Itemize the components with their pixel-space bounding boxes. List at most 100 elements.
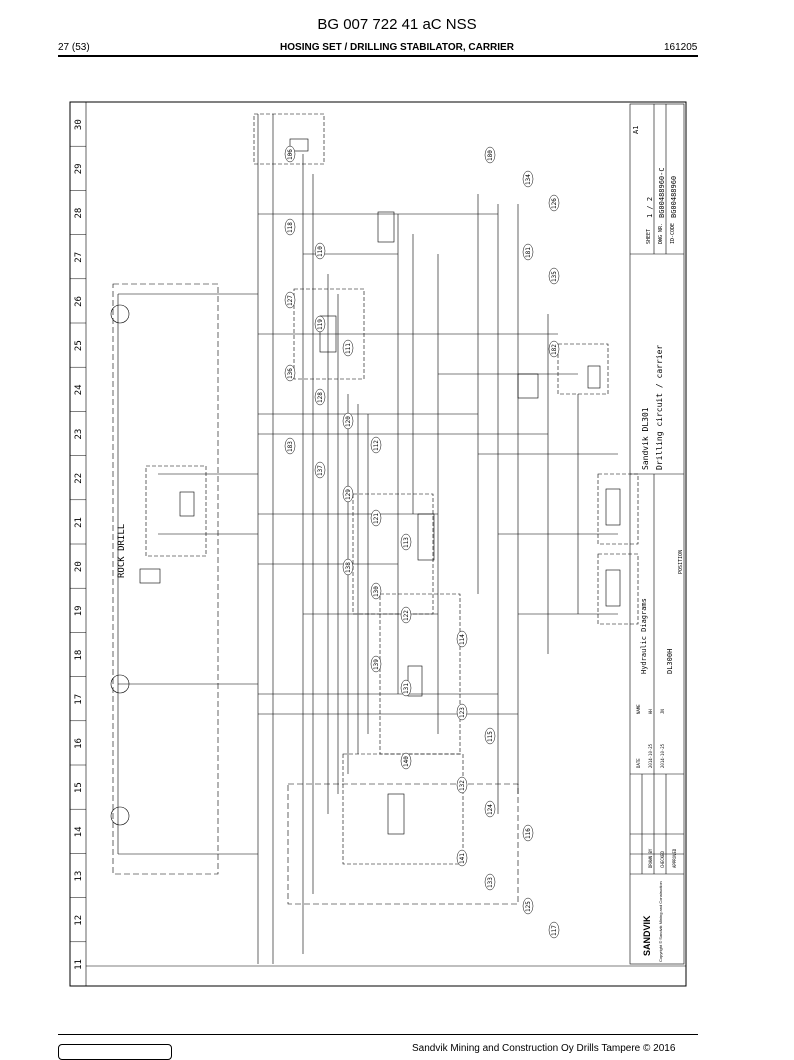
frame-number: 16 <box>74 738 84 749</box>
callout-number: 181 <box>525 247 532 258</box>
callout-number: 118 <box>287 222 294 233</box>
callout-bubble: 121 <box>370 509 382 527</box>
footer-text: Sandvik Mining and Construction Oy Drill… <box>412 1043 676 1054</box>
callout-number: 136 <box>287 368 294 379</box>
frame-number: 20 <box>74 561 84 572</box>
callout-number: 121 <box>373 513 380 524</box>
callout-number: 114 <box>459 634 466 645</box>
callout-number: 183 <box>287 441 294 452</box>
callout-bubble: 115 <box>484 727 496 745</box>
callout-bubble: 111 <box>342 339 354 357</box>
callout-bubble: 118 <box>284 218 296 236</box>
callout-bubble: 114 <box>456 630 468 648</box>
callout-number: 132 <box>459 780 466 791</box>
callout-number: 106 <box>287 149 294 160</box>
dwg-label: DWG NR. <box>658 223 664 244</box>
document-date: 161205 <box>664 42 698 53</box>
callout-bubble: 139 <box>370 655 382 673</box>
callout-bubble: 117 <box>548 921 560 939</box>
page-number: 27 (53) <box>58 42 90 53</box>
frame-number: 28 <box>74 208 84 219</box>
callout-bubble: 123 <box>456 703 468 721</box>
frame-number: 23 <box>74 429 84 440</box>
callout-bubble: 122 <box>400 606 412 624</box>
callout-number: 133 <box>487 877 494 888</box>
footer-logo-icon <box>58 1044 172 1060</box>
idcode-label: ID-CODE <box>670 223 676 244</box>
callout-bubble: 183 <box>284 437 296 455</box>
callout-number: 112 <box>373 440 380 451</box>
callout-number: 110 <box>317 246 324 257</box>
callout-number: 139 <box>373 659 380 670</box>
callout-number: 117 <box>551 925 558 936</box>
callout-number: 130 <box>373 586 380 597</box>
callout-number: 125 <box>525 901 532 912</box>
callout-number: 127 <box>287 295 294 306</box>
callout-bubble: 116 <box>522 824 534 842</box>
callout-number: 124 <box>487 804 494 815</box>
frame-number: 12 <box>74 915 84 926</box>
callout-number: 115 <box>487 731 494 742</box>
callout-number: 119 <box>317 319 324 330</box>
callout-bubble: 130 <box>370 582 382 600</box>
document-id: BG 007 722 41 aC NSS <box>317 16 477 33</box>
callout-number: 128 <box>317 392 324 403</box>
approval-header-date: DATE <box>636 758 641 768</box>
callout-number: 126 <box>551 198 558 209</box>
callout-number: 180 <box>487 150 494 161</box>
approval-row-name: JN <box>660 709 665 714</box>
frame-number: 27 <box>74 252 84 263</box>
sandvik-logo: SANDVIK <box>642 915 652 956</box>
callout-number: 134 <box>525 174 532 185</box>
callout-bubble: 112 <box>370 436 382 454</box>
callout-bubble: 132 <box>456 776 468 794</box>
section-title: HOSING SET / DRILLING STABILATOR, CARRIE… <box>280 42 514 53</box>
callout-bubble: 131 <box>400 679 412 697</box>
hydraulic-diagrams-label: Hydraulic Diagrams <box>640 598 648 674</box>
callout-bubble: 110 <box>314 242 326 260</box>
callout-bubble: 182 <box>548 340 560 358</box>
callout-number: 140 <box>403 756 410 767</box>
callout-bubble: 126 <box>548 194 560 212</box>
callout-bubble: 120 <box>342 412 354 430</box>
frame-number: 19 <box>74 605 84 616</box>
approval-row-label: APPROVED <box>672 848 677 868</box>
callout-bubble: 137 <box>314 461 326 479</box>
frame-number: 24 <box>74 384 84 395</box>
callout-bubble: 138 <box>342 558 354 576</box>
callout-bubble: 134 <box>522 170 534 188</box>
callout-number: 182 <box>551 344 558 355</box>
callout-bubble: 125 <box>522 897 534 915</box>
frame-number: 18 <box>74 650 84 661</box>
callout-bubble: 127 <box>284 291 296 309</box>
frame-number: 15 <box>74 782 84 793</box>
frame-number: 29 <box>74 163 84 174</box>
callout-bubble: 133 <box>484 873 496 891</box>
frame-number: 30 <box>74 119 84 130</box>
callout-number: 137 <box>317 465 324 476</box>
callout-bubble: 113 <box>400 533 412 551</box>
callout-bubble: 135 <box>548 267 560 285</box>
callout-number: 135 <box>551 271 558 282</box>
callout-number: 116 <box>525 828 532 839</box>
header-rule <box>58 55 698 57</box>
copyright-text: Copyright © Sandvik Mining and Construct… <box>658 881 663 962</box>
frame-number: 21 <box>74 517 84 528</box>
sheet-label: SHEET <box>646 229 652 244</box>
approval-row-date: 2014-10-25 <box>660 743 665 768</box>
approval-row-label: CHECKED <box>660 851 665 868</box>
approval-row-label: DRAWN BY <box>648 848 653 868</box>
callout-bubble: 180 <box>484 146 496 164</box>
callout-bubble: 119 <box>314 315 326 333</box>
callout-number: 129 <box>345 489 352 500</box>
callout-bubble: 141 <box>456 849 468 867</box>
frame-number: 17 <box>74 694 84 705</box>
frame-number: 22 <box>74 473 84 484</box>
callout-bubble: 106 <box>284 145 296 163</box>
frame-number: 14 <box>74 826 84 837</box>
size-value: A1 <box>632 126 640 134</box>
model-label: DL300H <box>666 649 674 674</box>
frame-number: 13 <box>74 871 84 882</box>
dwg-value: BG00488960-C <box>658 167 666 218</box>
